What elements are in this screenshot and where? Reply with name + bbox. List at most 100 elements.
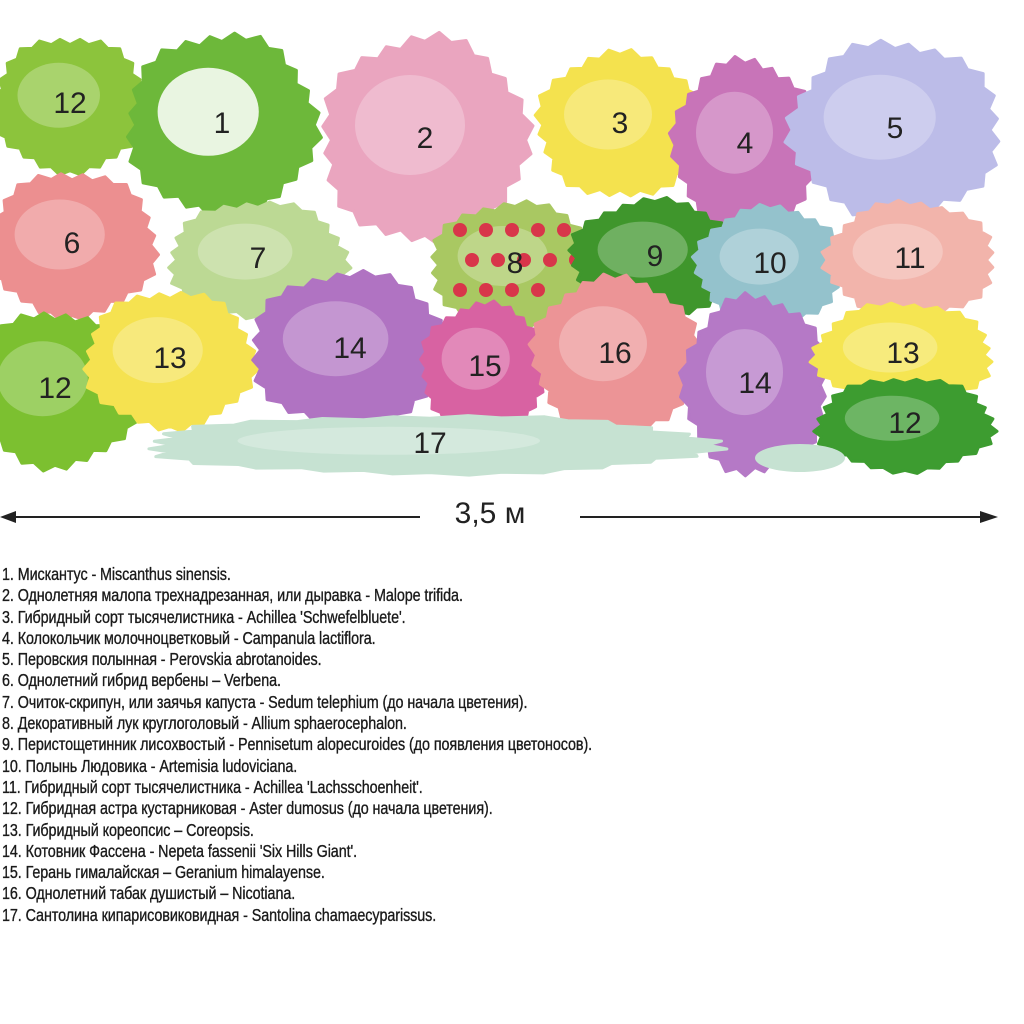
plant-number: 13: [886, 337, 919, 370]
plant-shape: [533, 48, 707, 198]
plant-12: 12: [812, 377, 999, 475]
plant-highlight: [706, 329, 783, 416]
plant-highlight: [112, 317, 203, 384]
plant-number: 17: [413, 427, 446, 460]
plant-14: 14: [251, 269, 455, 432]
legend-item: 10. Полынь Людовика - Artemisia ludovici…: [2, 755, 298, 776]
legend-item: 7. Очиток-скрипун, или заячья капуста - …: [2, 691, 528, 712]
plant-shape: [82, 291, 260, 433]
legend-item: 16. Однолетний табак душистый – Nicotian…: [2, 883, 296, 904]
plant-number: 12: [38, 372, 71, 405]
plant-number: 16: [598, 337, 631, 370]
plant-number: 12: [888, 407, 921, 440]
legend-item: 14. Котовник Фассена - Nepeta fassenii '…: [2, 840, 358, 861]
plant-highlight: [597, 221, 688, 278]
plant-shape: [147, 414, 729, 477]
plant-highlight: [842, 322, 938, 373]
plant-number: 2: [417, 122, 434, 155]
legend-item: 13. Гибридный кореопсис – Coreopsis.: [2, 819, 254, 840]
plant-shape: [812, 377, 999, 475]
plant-highlight: [282, 301, 389, 377]
plant-number: 12: [53, 87, 86, 120]
width-dimension: 3,5 м: [0, 497, 998, 530]
plant-4: 4: [667, 55, 819, 232]
plant-shape: [690, 203, 847, 325]
plant-highlight: [14, 199, 105, 270]
plant-highlight: [237, 426, 540, 455]
plant-15: 15: [419, 299, 554, 434]
plant-number: 3: [612, 107, 629, 140]
plant-1: 1: [126, 31, 323, 222]
allium-flower: [531, 283, 545, 297]
plant-3: 3: [533, 48, 707, 198]
plant-number: 5: [887, 112, 904, 145]
plant-13: 13: [808, 301, 994, 411]
plant-11: 11: [820, 198, 995, 322]
plant-14: 14: [678, 291, 828, 478]
plant-16: 16: [527, 272, 701, 433]
plant-highlight: [157, 67, 259, 156]
plant-number: 13: [153, 342, 186, 375]
plant-number: 7: [250, 242, 267, 275]
plant-number: 14: [738, 367, 771, 400]
plant-shape: [527, 272, 701, 433]
allium-flower: [479, 283, 493, 297]
plant-highlight: [0, 341, 88, 417]
plant-number: 10: [753, 247, 786, 280]
plant-shape: [0, 172, 160, 322]
legend-item: 12. Гибридная астра кустарниковая - Aste…: [2, 798, 493, 819]
allium-flower: [557, 223, 571, 237]
legend-item: 6. Однолетний гибрид вербены – Verbena.: [2, 670, 281, 691]
plant-number: 6: [64, 227, 81, 260]
plant-shape: [783, 38, 1001, 223]
plant-shape: [820, 198, 995, 322]
plant-highlight: [844, 395, 940, 441]
plant-highlight: [823, 74, 936, 160]
plant-shape: [251, 269, 455, 432]
plant-13: 13: [82, 291, 260, 433]
plant-number: 14: [333, 332, 366, 365]
plant-6: 6: [0, 172, 160, 322]
plant-12: 12: [0, 37, 152, 177]
plant-legend: 1. Мискантус - Miscanthus sinensis.2. Од…: [2, 564, 986, 926]
plant-highlight: [852, 223, 943, 280]
legend-item: 5. Перовския полынная - Perovskia abrota…: [2, 649, 322, 670]
legend-item: 1. Мискантус - Miscanthus sinensis.: [2, 564, 231, 584]
plant-number: 4: [737, 127, 754, 160]
allium-flower: [543, 253, 557, 267]
plant-2: 2: [321, 30, 535, 247]
plant-highlight: [719, 228, 799, 285]
legend-item: 4. Колокольчик молочноцветковый - Campan…: [2, 627, 376, 648]
plant-number: 1: [214, 107, 231, 140]
allium-flower: [479, 223, 493, 237]
legend-item: 9. Перистощетинник лисохвостый - Pennise…: [2, 734, 593, 755]
allium-flower: [453, 283, 467, 297]
allium-flower: [505, 283, 519, 297]
plant-number: 15: [468, 350, 501, 383]
allium-flower: [517, 253, 531, 267]
plant-highlight: [441, 327, 510, 390]
allium-flower: [505, 223, 519, 237]
plant-highlight: [564, 79, 652, 150]
allium-flower: [465, 253, 479, 267]
legend-item: 17. Сантолина кипарисовиковидная - Santo…: [2, 904, 437, 925]
legend-item: 3. Гибридный сорт тысячелистника - Achil…: [2, 606, 406, 627]
plant-10: 10: [690, 203, 847, 325]
arrow-right-icon: [980, 511, 998, 523]
allium-flower: [531, 223, 545, 237]
plant-highlight: [559, 306, 647, 382]
allium-flower: [453, 223, 467, 237]
plant-17: 17: [147, 414, 845, 477]
arrow-left-icon: [0, 511, 16, 523]
legend-item: 8. Декоративный лук круглоголовый - Alli…: [2, 713, 407, 734]
legend-item: 2. Однолетняя малопа трехнадрезанная, ил…: [2, 585, 463, 606]
plant-number: 11: [894, 242, 925, 275]
plant-shape: [0, 37, 152, 177]
allium-flower: [491, 253, 505, 267]
plant-number: 8: [507, 247, 524, 280]
plant-number: 9: [647, 240, 664, 273]
plant-highlight: [17, 62, 100, 128]
plant-highlight: [355, 75, 465, 175]
